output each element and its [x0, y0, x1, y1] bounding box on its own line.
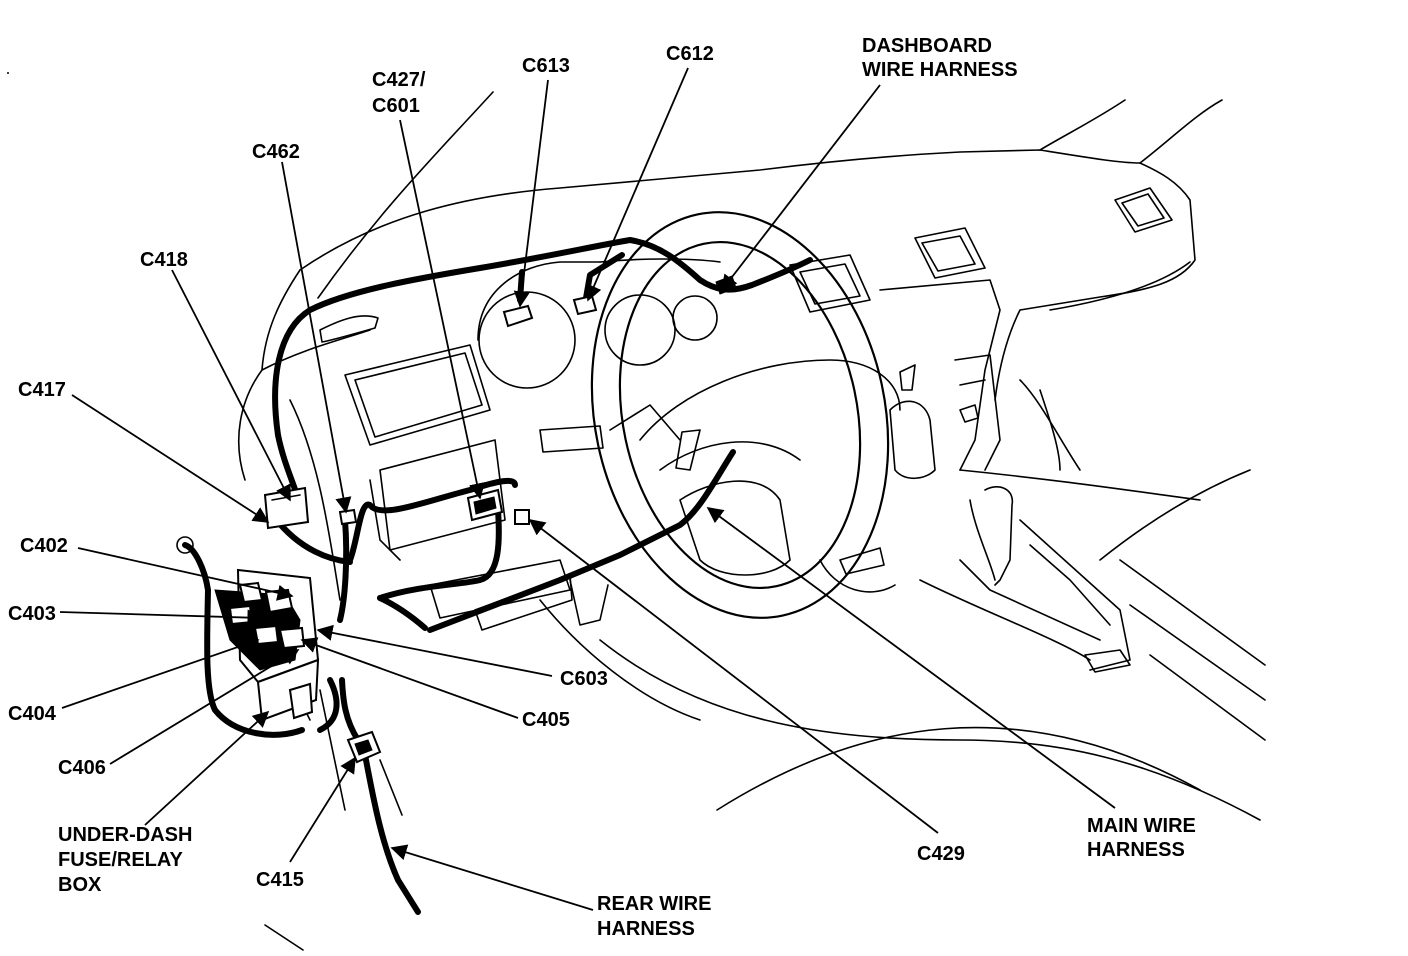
- label-c417: C417: [18, 379, 66, 401]
- leader-lines: [59, 67, 1116, 911]
- leader-c613: [513, 79, 549, 308]
- leader-rear-harness: [390, 844, 594, 911]
- label-c427-2: C601: [372, 95, 420, 117]
- leader-c418: [171, 269, 291, 502]
- labels: DASHBOARD WIRE HARNESS C612 C613 C427/ C…: [8, 35, 1196, 940]
- label-c427-1: C427/: [372, 69, 426, 91]
- leader-c405: [300, 637, 519, 719]
- leader-c427: [399, 119, 485, 500]
- label-c403: C403: [8, 603, 56, 625]
- label-c462: C462: [252, 141, 300, 163]
- label-c415: C415: [256, 869, 304, 891]
- leader-c417: [71, 394, 270, 523]
- leader-c404: [61, 637, 260, 709]
- label-c429: C429: [917, 843, 965, 865]
- label-c406: C406: [58, 757, 106, 779]
- leader-main-harness: [706, 507, 1116, 809]
- leader-c603: [316, 624, 553, 677]
- label-c405: C405: [522, 709, 570, 731]
- wire-harnesses: [182, 237, 813, 915]
- label-fuse-box-1: UNDER-DASH: [58, 824, 192, 846]
- label-c613: C613: [522, 55, 570, 77]
- leader-c402: [77, 547, 294, 601]
- label-fuse-box-2: FUSE/RELAY: [58, 849, 184, 871]
- label-c612: C612: [666, 43, 714, 65]
- label-rear-harness-2: HARNESS: [597, 918, 695, 940]
- label-c603: C603: [560, 668, 608, 690]
- label-main-harness-1: MAIN WIRE: [1087, 815, 1196, 837]
- leader-c612: [586, 67, 689, 302]
- label-rear-harness-1: REAR WIRE: [597, 893, 711, 915]
- label-dashboard-harness-2: WIRE HARNESS: [862, 59, 1018, 81]
- label-dashboard-harness-1: DASHBOARD: [862, 35, 992, 57]
- leader-fuse-box: [144, 710, 270, 826]
- leader-c462: [281, 161, 352, 514]
- leader-c429: [528, 519, 939, 834]
- label-c418: C418: [140, 249, 188, 271]
- label-fuse-box-3: BOX: [58, 874, 102, 896]
- leader-c403: [59, 609, 264, 626]
- leader-c406: [109, 649, 300, 765]
- leader-dashboard: [721, 84, 881, 292]
- label-main-harness-2: HARNESS: [1087, 839, 1185, 861]
- label-c402: C402: [20, 535, 68, 557]
- label-c404: C404: [8, 703, 57, 725]
- leader-c415: [289, 756, 356, 863]
- dashboard-outline: [7, 72, 1266, 951]
